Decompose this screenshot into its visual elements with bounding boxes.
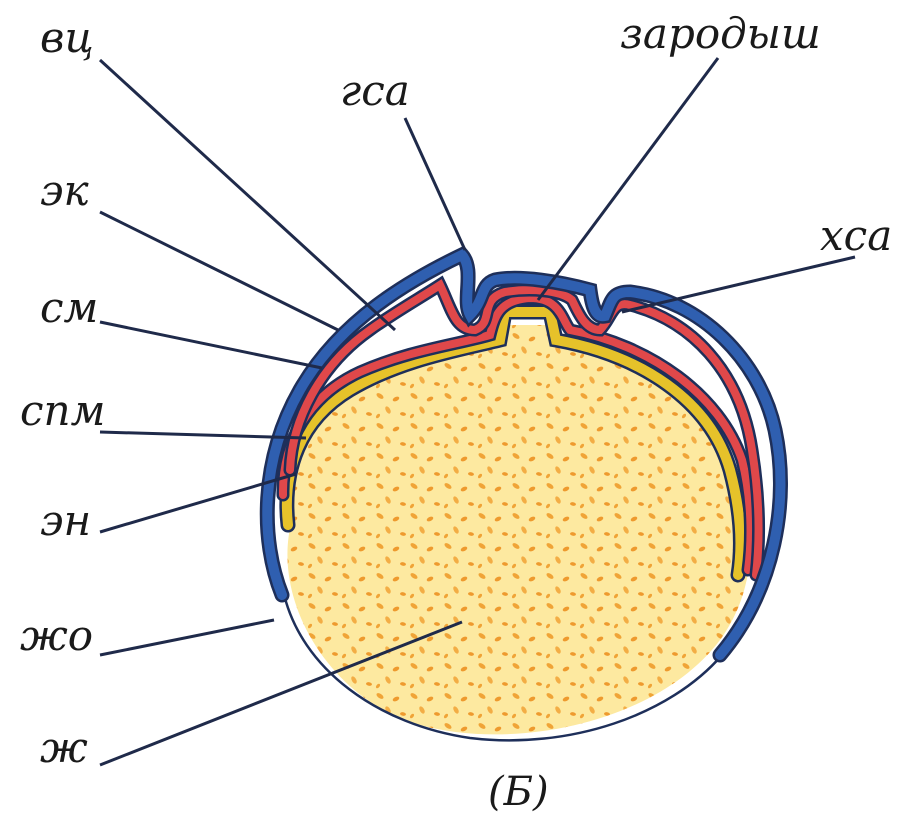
leader-zho bbox=[100, 620, 274, 655]
label-hsa: хса bbox=[820, 211, 892, 260]
leader-sm bbox=[100, 322, 322, 368]
label-vc: вц bbox=[40, 13, 94, 62]
leader-embryo bbox=[538, 58, 718, 300]
leader-gsa bbox=[405, 118, 465, 250]
label-zho: жо bbox=[20, 611, 93, 660]
label-sm: см bbox=[40, 283, 98, 332]
label-en: эн bbox=[40, 496, 91, 545]
label-spm: спм bbox=[20, 386, 105, 435]
label-zh: ж bbox=[40, 723, 88, 772]
leader-hsa bbox=[622, 257, 855, 312]
figure-caption: (Б) bbox=[488, 769, 549, 815]
leader-ek bbox=[100, 212, 338, 330]
label-embryo: зародыш bbox=[620, 9, 821, 58]
label-ek: эк bbox=[40, 166, 90, 215]
label-gsa: гса bbox=[340, 66, 410, 115]
